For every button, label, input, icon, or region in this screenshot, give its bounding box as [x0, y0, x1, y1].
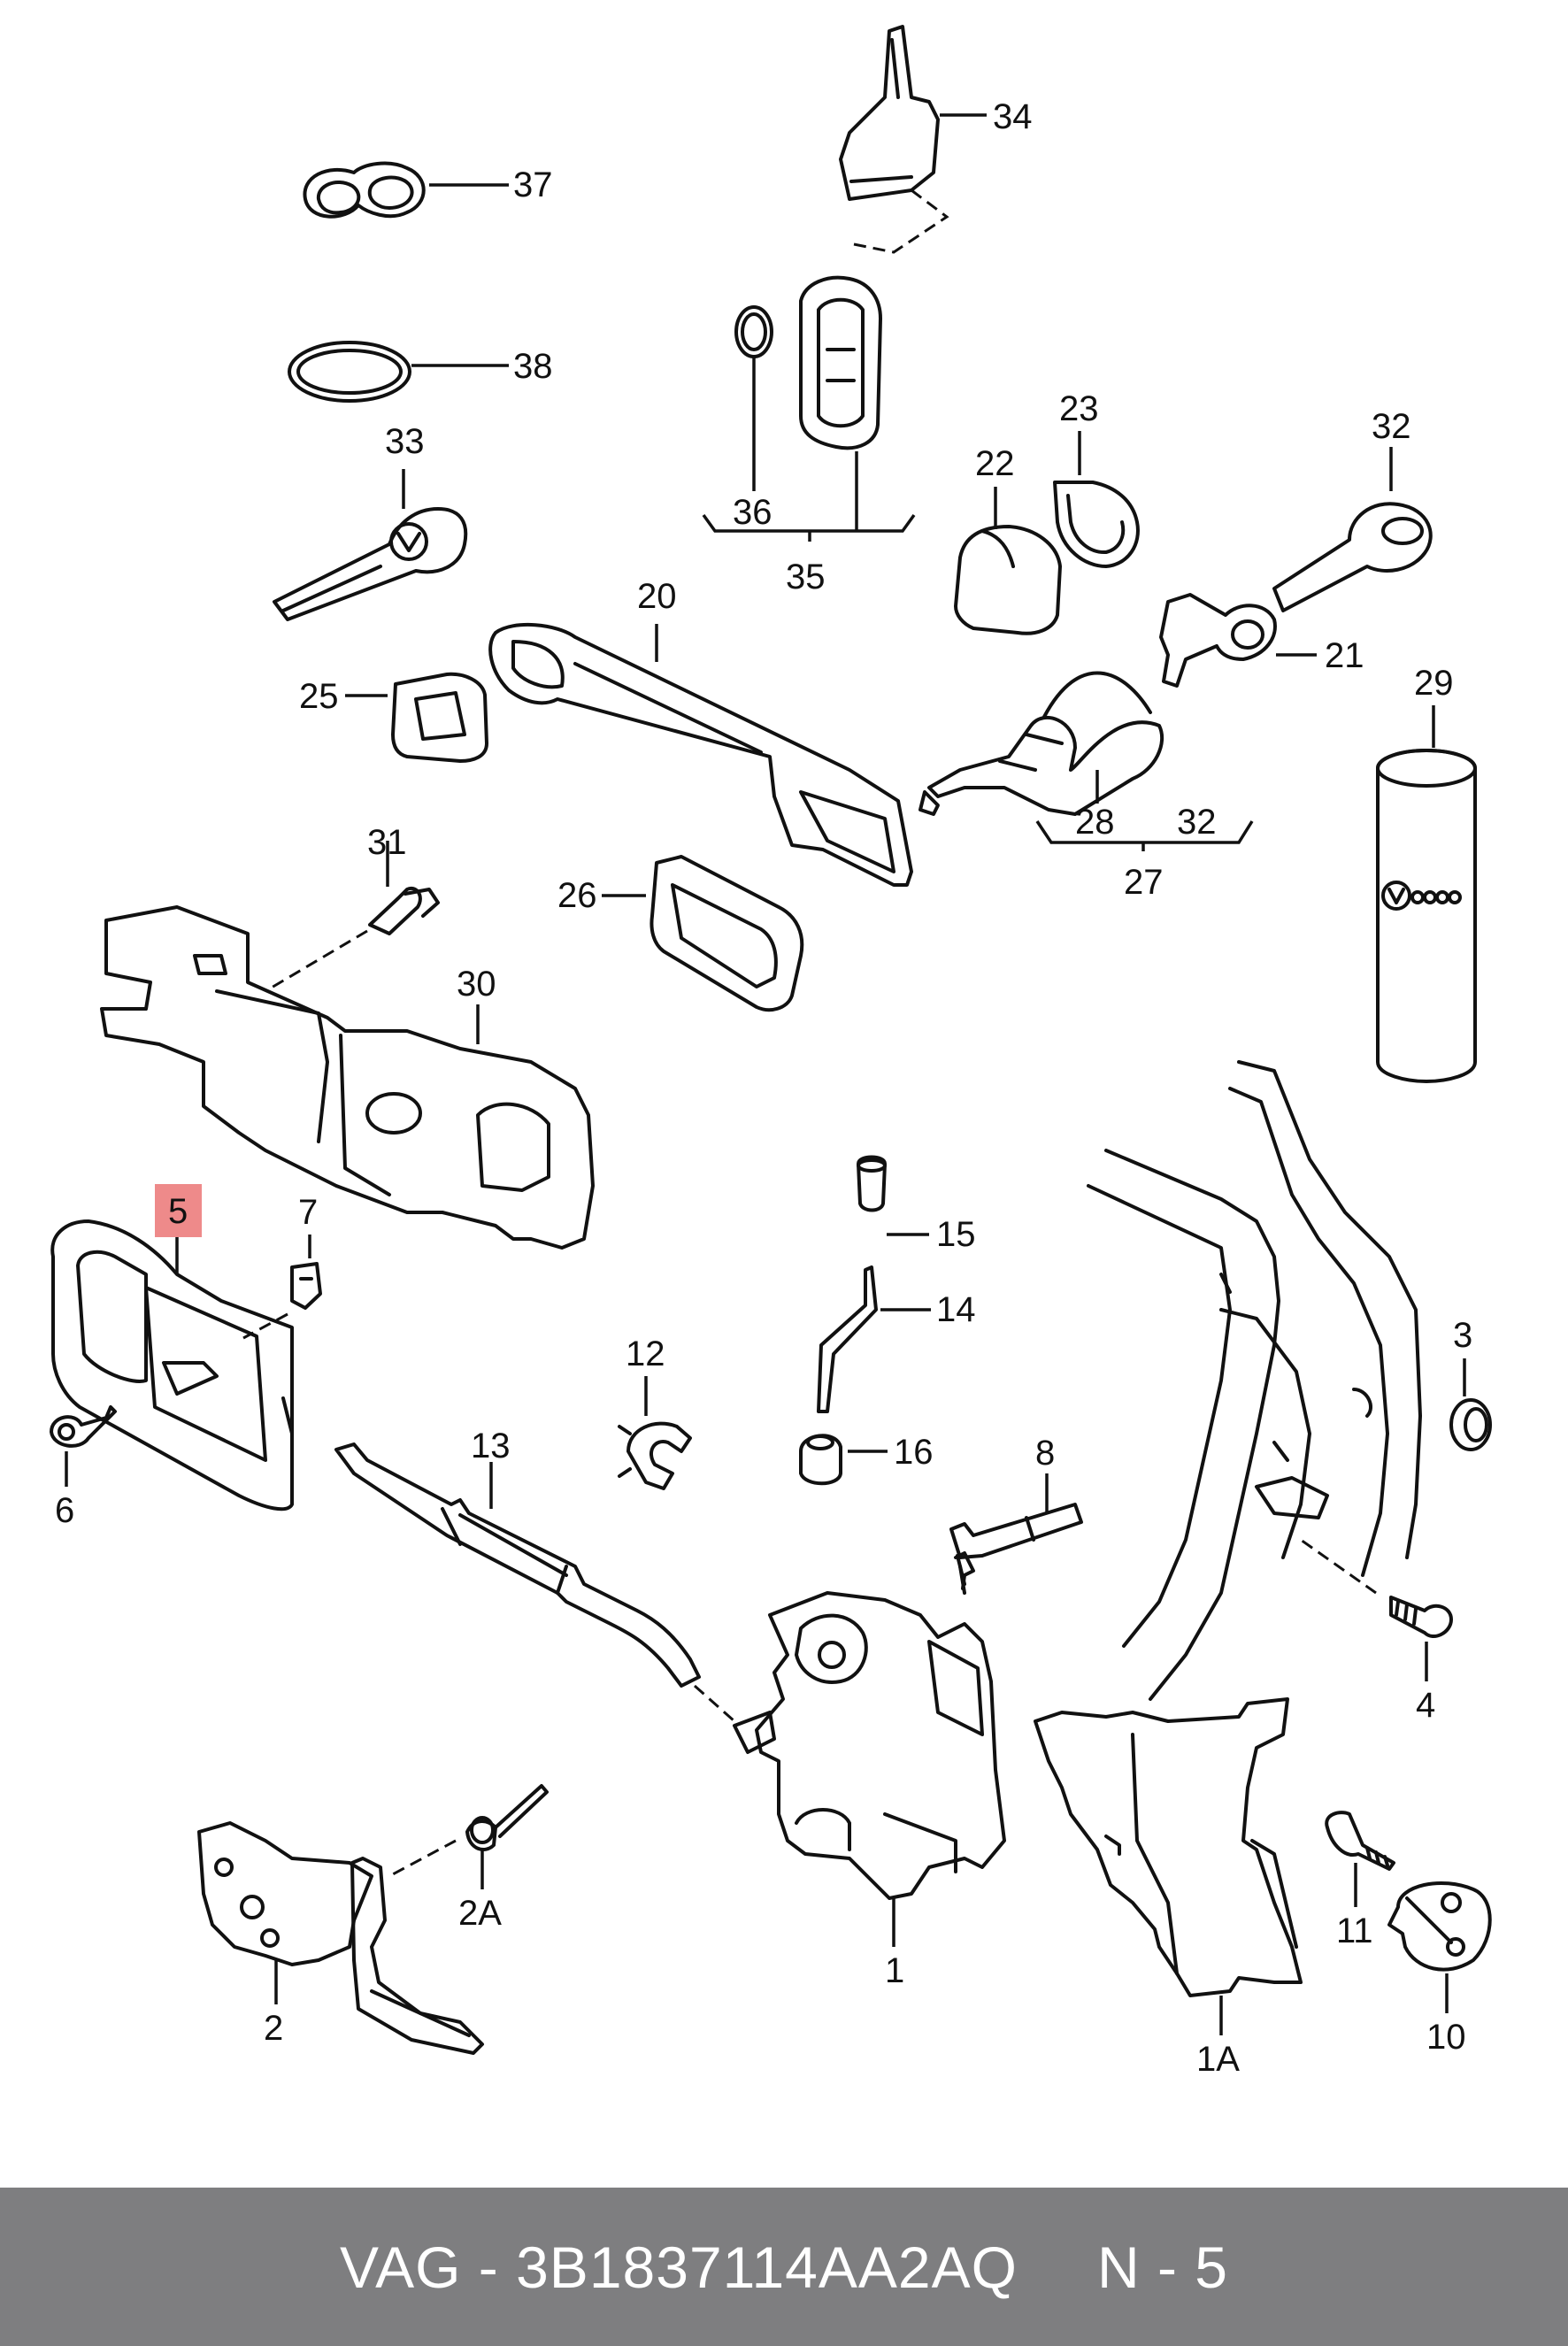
label-1: 1	[885, 1951, 904, 1990]
label-31: 31	[367, 823, 407, 862]
part-26-gasket[interactable]	[649, 855, 804, 1012]
part-32-key[interactable]	[1272, 502, 1433, 612]
part-5-highlight	[155, 1184, 202, 1237]
part-29-spray-can[interactable]	[1376, 749, 1477, 1083]
part-22-cap[interactable]	[954, 525, 1062, 635]
label-11: 11	[1336, 1911, 1373, 1950]
part-5-interior-handle[interactable]	[50, 1219, 294, 1511]
part-1A-bracket[interactable]	[1034, 1697, 1303, 1997]
label-34: 34	[993, 97, 1033, 136]
part-6-screw[interactable]	[50, 1405, 117, 1448]
part-labels: 34 37 38 33 36 35 22 23 32 20 21 25 29 2…	[55, 97, 1472, 2079]
label-21: 21	[1325, 636, 1364, 675]
part-2-bracket[interactable]	[197, 1821, 484, 2055]
part-13-cable[interactable]	[334, 1442, 735, 1723]
part-23-u-seal[interactable]	[1053, 481, 1140, 568]
part-38-o-ring[interactable]	[288, 341, 411, 403]
part-21-bracket[interactable]	[1159, 593, 1277, 688]
part-3-grommet[interactable]	[1449, 1398, 1492, 1451]
label-1A: 1A	[1196, 2040, 1240, 2079]
part-35-remote-housing[interactable]	[799, 275, 882, 450]
position-text: N - 5	[1096, 2234, 1229, 2300]
label-26: 26	[557, 876, 597, 915]
label-10: 10	[1426, 2018, 1466, 2057]
part-30-handle-carrier[interactable]	[100, 905, 595, 1250]
label-22: 22	[975, 444, 1015, 483]
part-4-screw[interactable]	[1389, 1596, 1453, 1638]
part-12-clip[interactable]	[618, 1421, 692, 1490]
part-2A-rivet[interactable]	[465, 1784, 549, 1851]
part-14-rod[interactable]	[817, 1265, 878, 1413]
label-33: 33	[385, 422, 425, 461]
label-36: 36	[733, 493, 772, 532]
part-number-text: VAG - 3B1837114AA2AQ	[339, 2234, 1018, 2300]
label-32-key: 32	[1372, 407, 1411, 446]
label-4: 4	[1416, 1686, 1435, 1725]
part-10-striker[interactable]	[1387, 1881, 1492, 1972]
label-16: 16	[894, 1433, 934, 1472]
part-20-outer-handle[interactable]	[488, 623, 913, 887]
label-25: 25	[299, 677, 339, 716]
label-3: 3	[1453, 1316, 1472, 1355]
label-38: 38	[513, 347, 553, 386]
label-15: 15	[936, 1215, 976, 1254]
part-11-screw[interactable]	[1325, 1811, 1395, 1871]
label-35: 35	[786, 558, 826, 596]
label-2A: 2A	[458, 1894, 502, 1933]
label-6: 6	[55, 1491, 74, 1530]
part-28-lock-cylinder[interactable]	[919, 671, 1164, 816]
label-12: 12	[626, 1335, 665, 1373]
label-14: 14	[936, 1290, 976, 1329]
part-16-grommet[interactable]	[799, 1434, 842, 1486]
part-1-door-lock[interactable]	[733, 1591, 1006, 1900]
label-23: 23	[1059, 389, 1099, 428]
label-27: 27	[1124, 863, 1164, 902]
part-15-cap[interactable]	[857, 1155, 887, 1212]
part-25-gasket[interactable]	[391, 672, 488, 763]
part-7-clip[interactable]	[290, 1262, 322, 1310]
label-13: 13	[471, 1427, 511, 1465]
part-34-key-head[interactable]	[839, 25, 949, 254]
label-30: 30	[457, 965, 496, 1004]
label-7: 7	[298, 1193, 318, 1232]
part-36-small-o-ring[interactable]	[734, 305, 773, 358]
label-20: 20	[637, 577, 677, 616]
part-33-key[interactable]	[273, 507, 468, 621]
label-28: 28	[1075, 803, 1115, 842]
part-number-footer: VAG - 3B1837114AA2AQ N - 5	[0, 2188, 1568, 2346]
part-8-pin[interactable]	[949, 1503, 1083, 1595]
door-frame	[1087, 1060, 1422, 1701]
label-2: 2	[264, 2009, 283, 2048]
label-29: 29	[1414, 664, 1454, 703]
label-8: 8	[1035, 1434, 1055, 1473]
part-37-double-seal[interactable]	[303, 161, 426, 219]
part-31-bolt[interactable]	[368, 886, 440, 935]
label-37: 37	[513, 165, 553, 204]
label-5: 5	[168, 1192, 188, 1231]
label-32-cylinder: 32	[1177, 803, 1217, 842]
parts-diagram: 34 37 38 33 36 35 22 23 32 20 21 25 29 2…	[50, 25, 1492, 2079]
